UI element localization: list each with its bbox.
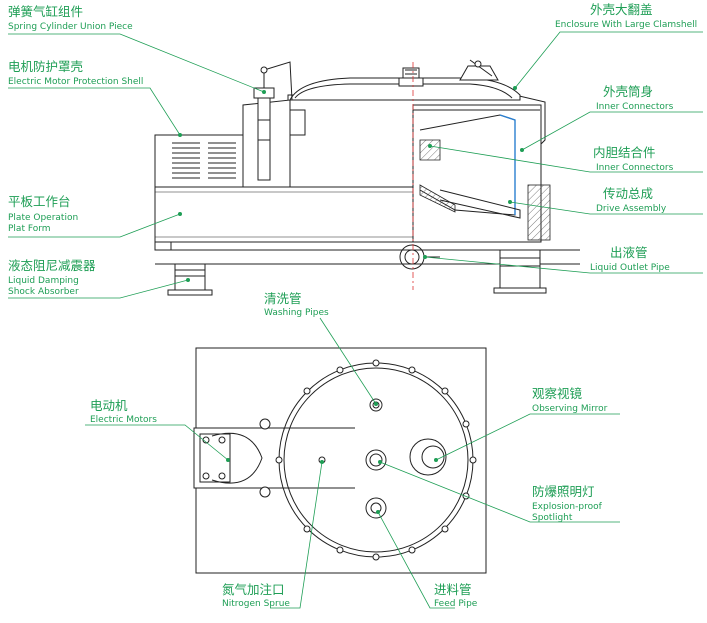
label-shock-absorber: 液态阻尼减震器 Liquid Damping Shock Absorber bbox=[8, 258, 96, 297]
svg-text:Enclosure With Large Clamshell: Enclosure With Large Clamshell bbox=[555, 20, 697, 30]
svg-text:Nitrogen Sprue: Nitrogen Sprue bbox=[222, 599, 290, 609]
label-liquid-outlet: 出液管 Liquid Outlet Pipe bbox=[590, 245, 670, 273]
svg-text:清洗管: 清洗管 bbox=[264, 291, 302, 306]
feed-pipe-port bbox=[365, 497, 387, 519]
side-elevation-view bbox=[154, 59, 580, 296]
svg-text:Inner Connectors: Inner Connectors bbox=[596, 163, 674, 173]
label-nitrogen-sprue: 氮气加注口 Nitrogen Sprue bbox=[222, 582, 290, 609]
label-enclosure-body: 外壳筒身 Inner Connectors bbox=[596, 84, 674, 112]
base-foot bbox=[154, 241, 172, 251]
label-spotlight: 防爆照明灯 Explosion-proof Spotlight bbox=[532, 484, 603, 523]
shock-absorber-left bbox=[167, 263, 213, 296]
svg-text:出液管: 出液管 bbox=[610, 245, 648, 260]
svg-text:Liquid Outlet Pipe: Liquid Outlet Pipe bbox=[590, 263, 670, 273]
svg-text:液态阻尼减震器: 液态阻尼减震器 bbox=[8, 258, 96, 273]
center-hub bbox=[365, 449, 387, 471]
svg-text:Drive Assembly: Drive Assembly bbox=[596, 204, 667, 214]
svg-text:内胆结合件: 内胆结合件 bbox=[593, 145, 656, 160]
svg-text:防爆照明灯: 防爆照明灯 bbox=[532, 484, 595, 499]
enclosure-body bbox=[242, 94, 546, 243]
label-motor-shell: 电机防护罩壳 Electric Motor Protection Shell bbox=[8, 59, 143, 87]
svg-text:平板工作台: 平板工作台 bbox=[8, 194, 71, 209]
svg-text:电动机: 电动机 bbox=[90, 398, 128, 413]
svg-text:Inner Connectors: Inner Connectors bbox=[596, 102, 674, 112]
svg-text:Plat Form: Plat Form bbox=[8, 224, 51, 234]
leader-lines bbox=[8, 31, 703, 609]
drum-inner bbox=[283, 367, 469, 553]
svg-text:外壳筒身: 外壳筒身 bbox=[603, 84, 653, 99]
label-electric-motors: 电动机 Electric Motors bbox=[90, 398, 157, 425]
svg-text:观察视镜: 观察视镜 bbox=[532, 386, 583, 401]
svg-text:Plate Operation: Plate Operation bbox=[8, 213, 78, 223]
svg-text:Electric Motor Protection Shel: Electric Motor Protection Shell bbox=[8, 77, 143, 87]
spring-cylinder bbox=[253, 61, 306, 181]
label-inner-connectors: 内胆结合件 Inner Connectors bbox=[593, 145, 674, 173]
svg-text:Liquid Damping: Liquid Damping bbox=[8, 276, 79, 286]
svg-text:进料管: 进料管 bbox=[434, 582, 472, 597]
drum-lugs bbox=[275, 359, 477, 561]
svg-text:传动总成: 传动总成 bbox=[603, 186, 653, 201]
plan-view bbox=[193, 347, 487, 574]
inner-basket bbox=[419, 114, 521, 219]
motor-bracket bbox=[193, 418, 285, 498]
svg-text:Shock Absorber: Shock Absorber bbox=[8, 287, 79, 297]
label-washing-pipes: 清洗管 Washing Pipes bbox=[264, 291, 329, 318]
svg-text:外壳大翻盖: 外壳大翻盖 bbox=[590, 2, 653, 17]
svg-text:Feed Pipe: Feed Pipe bbox=[434, 599, 478, 609]
svg-text:Spring Cylinder Union Piece: Spring Cylinder Union Piece bbox=[8, 22, 133, 32]
svg-text:氮气加注口: 氮气加注口 bbox=[222, 582, 285, 597]
observing-mirror bbox=[409, 438, 447, 476]
label-feed-pipe: 进料管 Feed Pipe bbox=[434, 582, 478, 609]
svg-text:Explosion-proof: Explosion-proof bbox=[532, 502, 603, 512]
clamshell-lid bbox=[289, 59, 521, 101]
label-clamshell: 外壳大翻盖 Enclosure With Large Clamshell bbox=[555, 2, 697, 30]
label-observing-mirror: 观察视镜 Observing Mirror bbox=[532, 386, 608, 414]
motor-protection-shell bbox=[154, 134, 244, 188]
shock-absorber-right bbox=[493, 249, 547, 294]
plate-platform bbox=[154, 186, 414, 243]
svg-text:Electric Motors: Electric Motors bbox=[90, 415, 157, 425]
svg-text:Observing Mirror: Observing Mirror bbox=[532, 404, 608, 414]
svg-text:Washing Pipes: Washing Pipes bbox=[264, 308, 329, 318]
svg-text:弹簧气缸组件: 弹簧气缸组件 bbox=[8, 4, 83, 19]
label-drive-assembly: 传动总成 Drive Assembly bbox=[596, 186, 667, 214]
drive-assembly-section bbox=[527, 184, 551, 241]
label-spring-cylinder: 弹簧气缸组件 Spring Cylinder Union Piece bbox=[8, 4, 133, 32]
label-plate-platform: 平板工作台 Plate Operation Plat Form bbox=[8, 194, 78, 234]
svg-text:Spotlight: Spotlight bbox=[532, 513, 573, 523]
svg-text:电机防护罩壳: 电机防护罩壳 bbox=[8, 59, 83, 74]
